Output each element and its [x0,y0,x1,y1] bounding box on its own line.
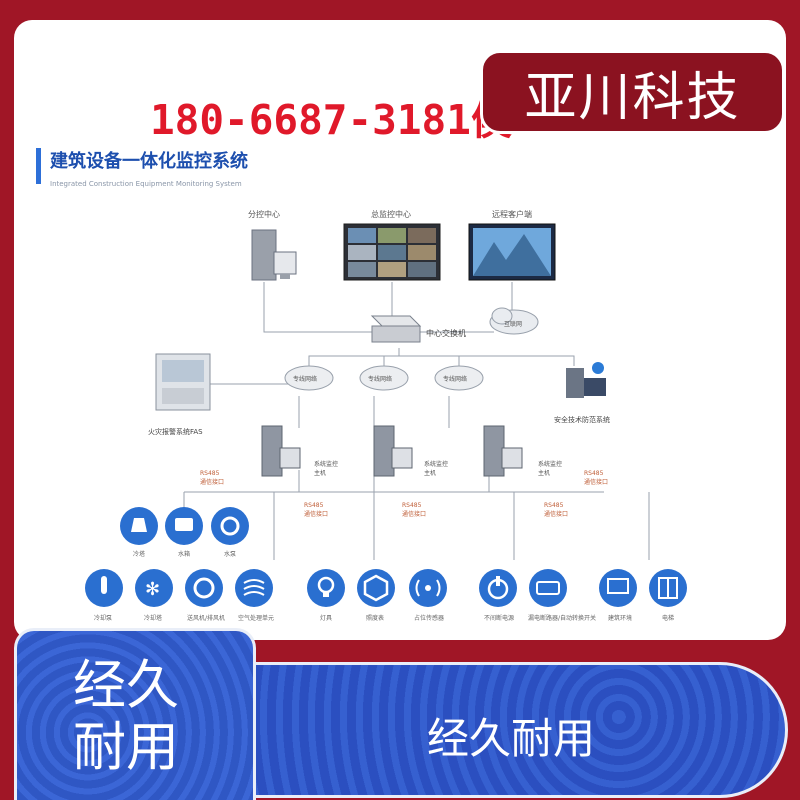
host-icon [261,425,301,477]
breaker-icon [529,569,567,607]
lux-meter-icon [357,569,395,607]
host-label: 系统监控 [424,460,448,468]
device-label: 灯具 [320,614,332,622]
system-diagram: 建筑设备一体化监控系统 Integrated Construction Equi… [36,148,687,622]
brand-badge: 亚川科技 [480,50,785,134]
rs485-label: 通信接口 [304,510,328,518]
cloud-label: 专线网络 [368,375,392,383]
fas-label: 火灾报警系统FAS [148,427,203,436]
host-icon [483,425,523,477]
node-label-main: 总监控中心 [371,209,411,219]
phone-number: 180-6687-3181侯 [150,96,512,144]
device-label: 冷塔 [133,550,145,558]
rs485-label: RS485 [544,502,564,509]
slogan-banner-right: 经久耐用 [228,662,788,798]
node-label-remote: 远程客户端 [492,209,532,219]
cooling-tower-icon [120,507,158,545]
thermometer-icon [85,569,123,607]
host-label: 系统监控 [314,460,338,468]
security-system-icon [566,362,606,398]
device-label: 空气处理单元 [238,614,274,622]
rs485-label: RS485 [304,502,324,509]
title-accent-bar [36,148,41,184]
rs485-label: RS485 [402,502,422,509]
sensor-icon [409,569,447,607]
slogan-banner-left: 经久 耐用 [14,628,256,800]
video-wall-icon [343,223,441,281]
device-label: 水泵 [224,550,236,558]
device-label: 建筑环境 [608,614,632,622]
rs485-label: 通信接口 [584,478,608,486]
host-label: 主机 [424,469,436,477]
rs485-label: 通信接口 [200,478,224,486]
slogan-line-1: 经久 [73,655,179,716]
fan-icon [185,569,223,607]
cloud-label: 专线网络 [443,375,467,383]
cloud-label: 专线网络 [293,375,317,383]
device-label: 占位传感器 [414,614,444,622]
power-icon [479,569,517,607]
device-label: 水箱 [178,550,190,558]
device-label: 照度表 [366,614,384,622]
security-label: 安全技术防范系统 [554,415,610,424]
device-label: 送风机/排风机 [187,614,225,622]
device-label: 冷却塔 [144,614,162,622]
device-label: 冷却泵 [94,614,112,622]
device-label: 不间断电源 [484,614,514,622]
central-switch-icon [370,315,422,343]
slogan-text-left: 经久 耐用 [73,655,179,779]
rs485-label: RS485 [200,470,220,477]
diagram-title: 建筑设备一体化监控系统 [50,150,248,172]
device-label: 电梯 [662,614,674,622]
switch-label: 中心交换机 [426,328,466,338]
host-label: 主机 [538,469,550,477]
node-label-branch: 分控中心 [248,209,280,219]
diagram-subtitle: Integrated Construction Equipment Monito… [50,180,242,188]
pump-icon [211,507,249,545]
rs485-label: 通信接口 [544,510,568,518]
air-handler-icon [235,569,273,607]
workstation-icon [251,229,297,281]
rs485-label: 通信接口 [402,510,426,518]
snowflake-icon: ✻ [135,569,173,607]
internet-cloud-icon [489,307,539,335]
slogan-line-2: 耐用 [73,717,179,778]
host-label: 主机 [314,469,326,477]
remote-display-icon [468,223,556,281]
water-tank-icon [165,507,203,545]
device-label: 漏电断路器/自动转换开关 [528,614,596,622]
elevator-icon [649,569,687,607]
fire-alarm-cabinet-icon [155,353,211,411]
monitor-chart-icon [599,569,637,607]
cloud-icon [284,365,334,391]
internet-label: 互联网 [504,320,522,328]
slogan-text-right: 经久耐用 [427,714,596,763]
cloud-icon [434,365,484,391]
svg-text:✻: ✻ [145,579,160,600]
rs485-label: RS485 [584,470,604,477]
host-label: 系统监控 [538,460,562,468]
cloud-icon [359,365,409,391]
host-icon [373,425,413,477]
bulb-icon [307,569,345,607]
